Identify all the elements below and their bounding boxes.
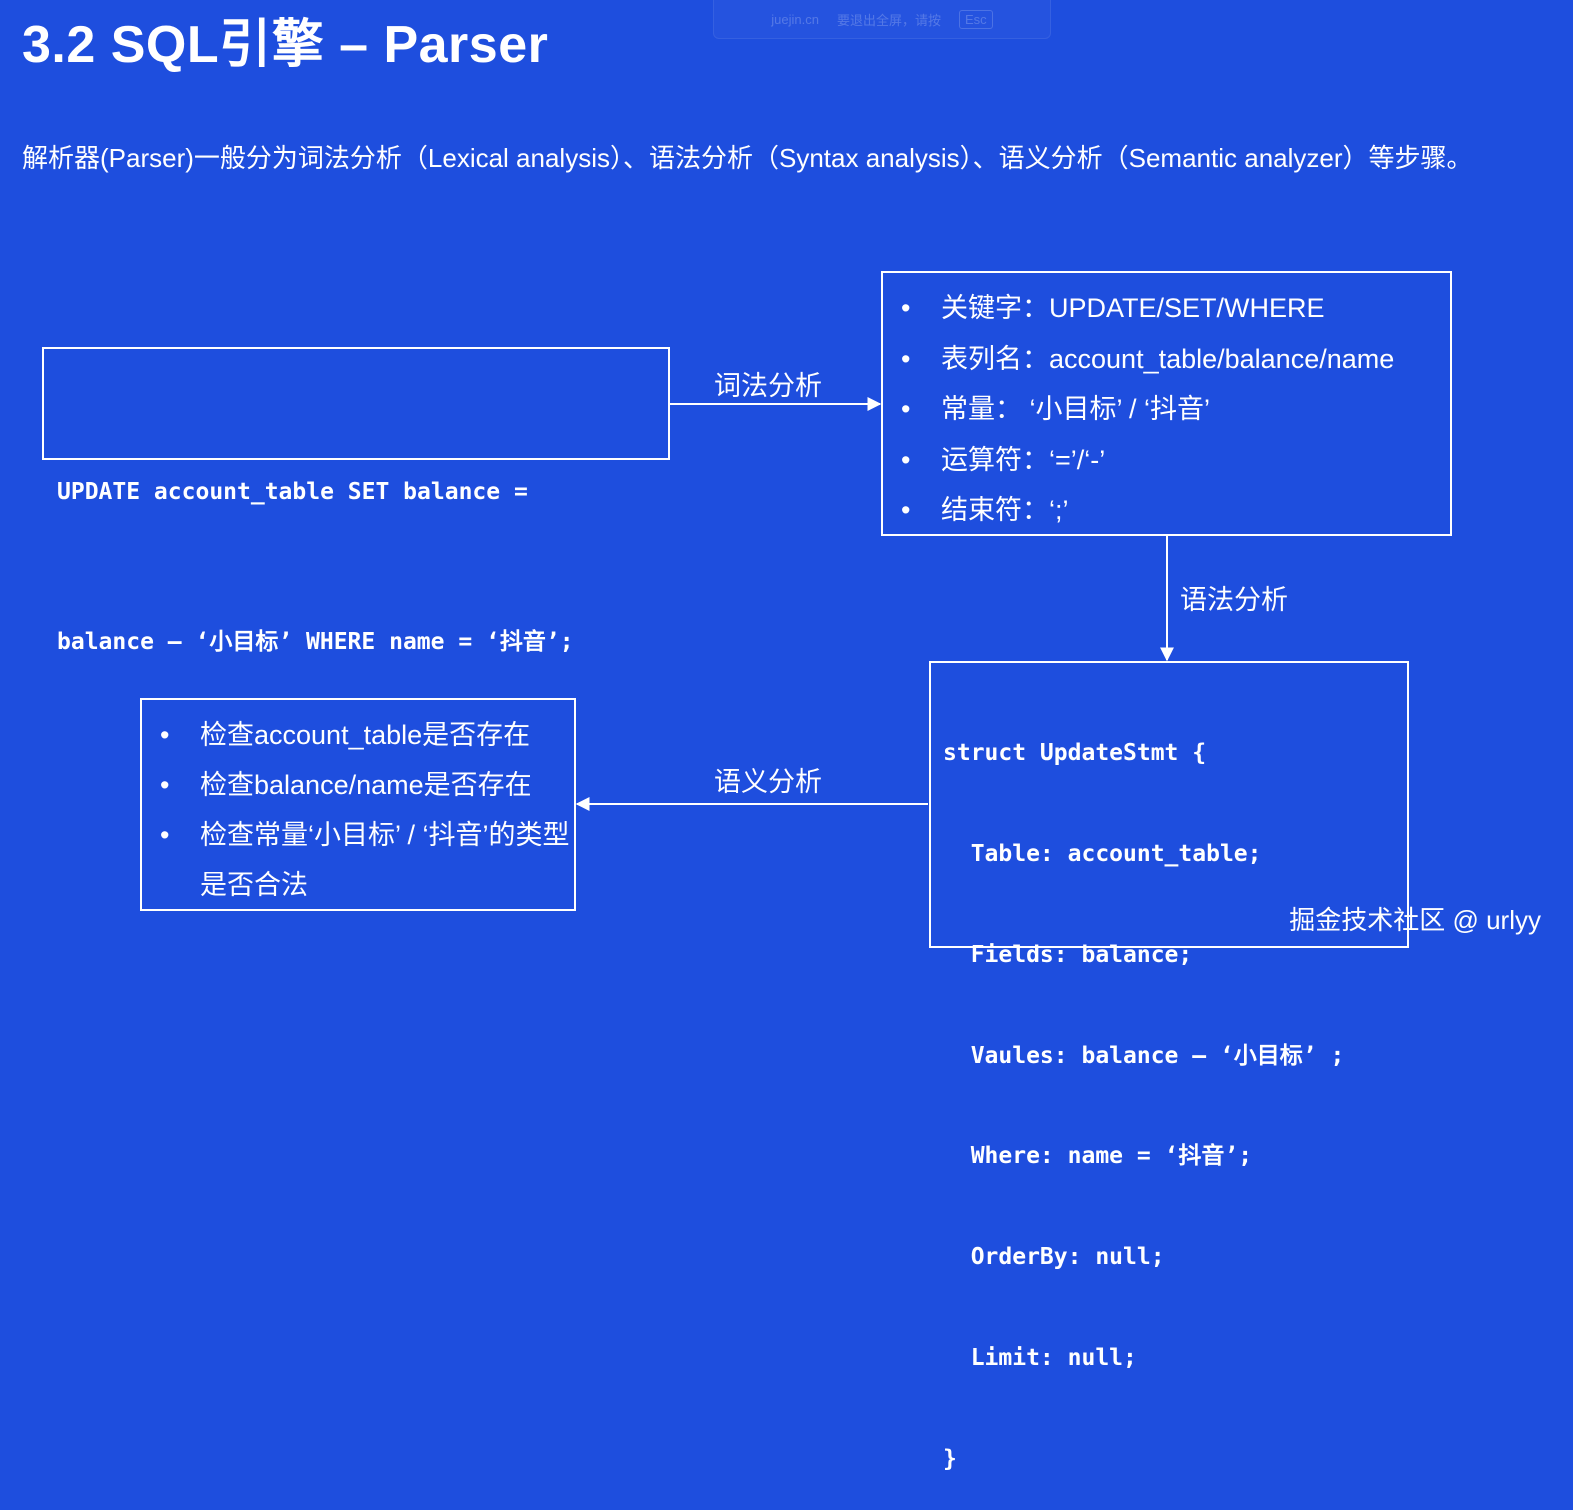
hint-message: 要退出全屏，请按 (837, 12, 942, 28)
list-item: 检查balance/name是否存在 (154, 760, 574, 810)
list-item: 运算符：‘=’/‘-’ (895, 435, 1450, 486)
sql-line: balance – ‘小目标’ WHERE name = ‘抖音’; (57, 629, 574, 655)
list-item: 常量： ‘小目标’ / ‘抖音’ (895, 384, 1450, 435)
list-item: 检查account_table是否存在 (154, 710, 574, 760)
sql-line: UPDATE account_table SET balance = (57, 479, 528, 505)
code-line: } (943, 1445, 957, 1472)
code-line: OrderBy: null; (943, 1244, 1165, 1271)
slide-title: 3.2 SQL引擎 – Parser (22, 16, 549, 74)
semantic-analysis-label: 语义分析 (714, 767, 822, 797)
list-item: 结束符：‘;’ (895, 485, 1450, 536)
flow-arrows (575, 397, 1174, 811)
code-line: struct UpdateStmt { (943, 740, 1207, 767)
sql-statement-box: UPDATE account_table SET balance = balan… (42, 347, 670, 655)
fullscreen-exit-hint: juejin.cn 要退出全屏，请按 Esc (713, 0, 1051, 39)
list-item: 检查常量‘小目标’ / ‘抖音’的类型是否合法 (154, 810, 574, 910)
code-line: Limit: null; (943, 1344, 1137, 1371)
list-item: 表列名：account_table/balance/name (895, 334, 1450, 385)
esc-key-badge[interactable]: Esc (959, 9, 993, 29)
watermark: 掘金技术社区 @ urlyy (1289, 905, 1541, 935)
syntax-analysis-label: 语法分析 (1180, 585, 1288, 615)
code-line: Fields: balance; (943, 941, 1193, 968)
intro-text: 解析器(Parser)一般分为词法分析（Lexical analysis）、语法… (22, 143, 1473, 173)
code-line: Vaules: balance – ‘小目标’ ; (943, 1042, 1345, 1069)
code-line: Where: name = ‘抖音’; (943, 1143, 1253, 1170)
lexical-analysis-label: 词法分析 (714, 371, 822, 401)
hint-site: juejin.cn (771, 11, 819, 27)
list-item: 关键字：UPDATE/SET/WHERE (895, 283, 1450, 334)
semantic-check-box: 检查account_table是否存在 检查balance/name是否存在 检… (140, 698, 576, 911)
lexical-result-box: 关键字：UPDATE/SET/WHERE 表列名：account_table/b… (881, 271, 1452, 536)
code-line: Table: account_table; (943, 840, 1262, 867)
